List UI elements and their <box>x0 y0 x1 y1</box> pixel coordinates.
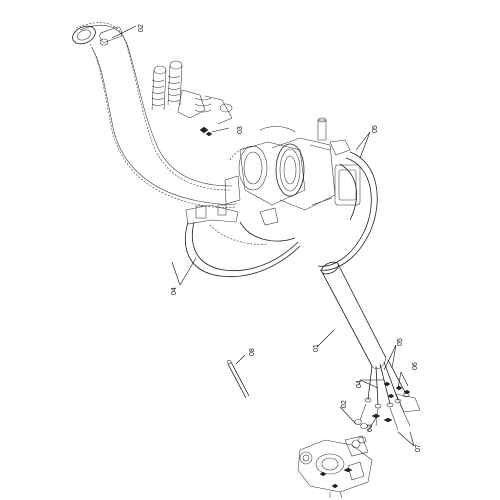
callout-03-low: 03 <box>367 424 374 432</box>
callout-02-low: 02 <box>341 400 348 408</box>
callout-07: 07 <box>415 444 422 452</box>
callout-04-low: 04 <box>356 380 363 388</box>
pump-assembly <box>297 435 373 499</box>
lower-hose-bundle <box>359 359 421 431</box>
main-tube <box>321 261 387 370</box>
spring-assembly <box>151 60 233 137</box>
callout-04-left: 04 <box>171 287 178 295</box>
hose-set-left <box>184 221 301 278</box>
leader-lines <box>111 25 415 447</box>
upper-curved-tube <box>72 22 237 208</box>
central-housing <box>224 117 361 211</box>
hose-set-right <box>317 151 378 271</box>
callout-05-top: 05 <box>372 125 379 133</box>
callout-03-top: 03 <box>237 126 244 134</box>
mount-bracket <box>185 204 279 245</box>
callout-02-top: 02 <box>138 24 145 32</box>
callout-01: 01 <box>313 344 320 352</box>
callout-08: 08 <box>249 348 256 356</box>
callout-labels: 01 02 03 04 05 08 05 06 04 02 03 07 <box>138 24 422 452</box>
small-fittings <box>354 419 368 444</box>
callout-06: 06 <box>412 362 419 370</box>
callout-05-low: 05 <box>397 338 404 346</box>
loose-hose-piece <box>226 359 250 399</box>
